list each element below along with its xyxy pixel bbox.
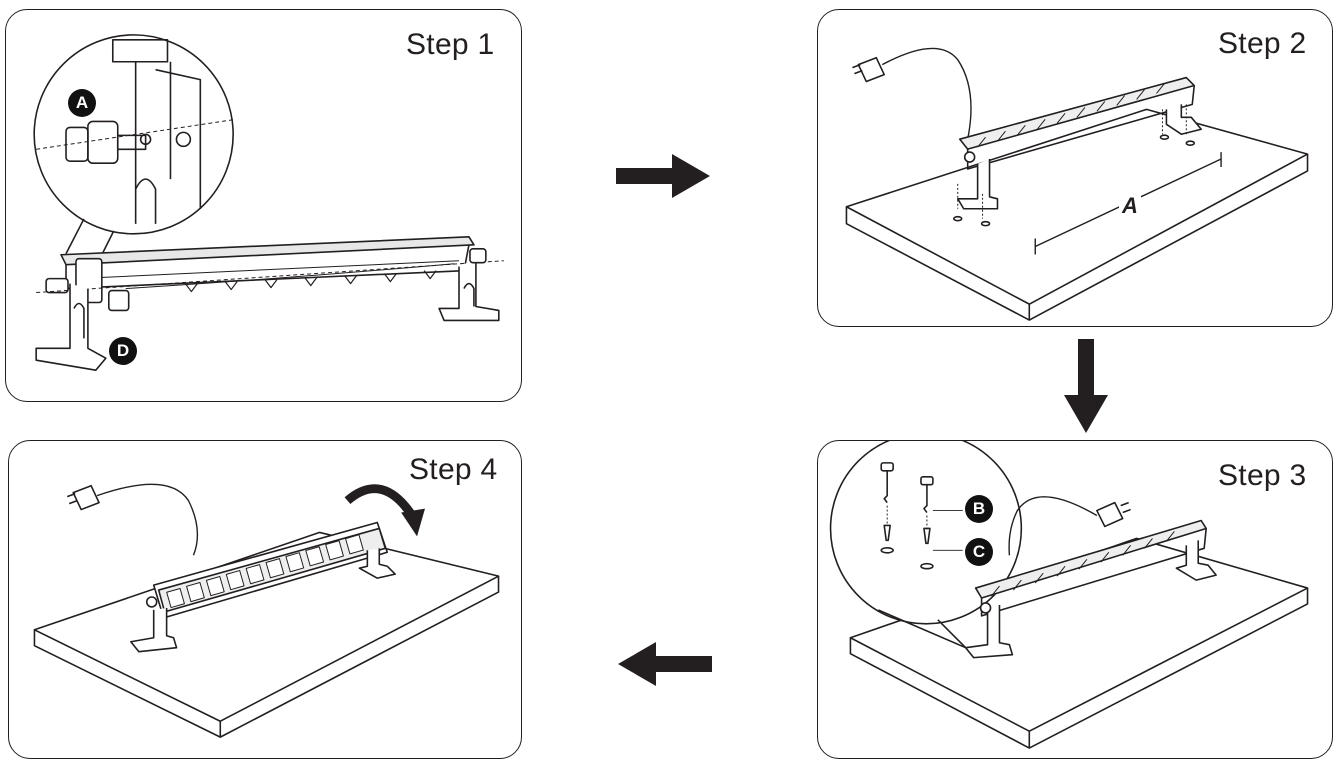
callout-c-badge: C (965, 538, 993, 566)
step-3-title: Step 3 (1218, 459, 1307, 492)
dimension-a-label: A (1119, 193, 1141, 219)
step-2-illustration (845, 47, 1309, 321)
step-1-title: Step 1 (406, 28, 495, 61)
step-4-illustration (33, 483, 500, 738)
callout-a-badge: A (68, 89, 96, 117)
left-arrow-icon (618, 642, 712, 686)
step-4-title: Step 4 (409, 453, 498, 486)
down-arrow-icon (1064, 339, 1108, 433)
callout-d-badge: D (109, 337, 137, 365)
step-1-panel: Step 1 A D (5, 9, 522, 402)
right-arrow-icon (616, 154, 710, 198)
step-4-panel: Step 4 (8, 440, 522, 759)
callout-b-badge: B (965, 495, 993, 523)
step-2-panel: Step 2 A (817, 9, 1333, 327)
step-3-panel: Step 3 B C (817, 440, 1333, 759)
step-2-title: Step 2 (1218, 27, 1307, 60)
step-1-illustration (33, 34, 504, 371)
step-3-illustration (829, 441, 1309, 749)
